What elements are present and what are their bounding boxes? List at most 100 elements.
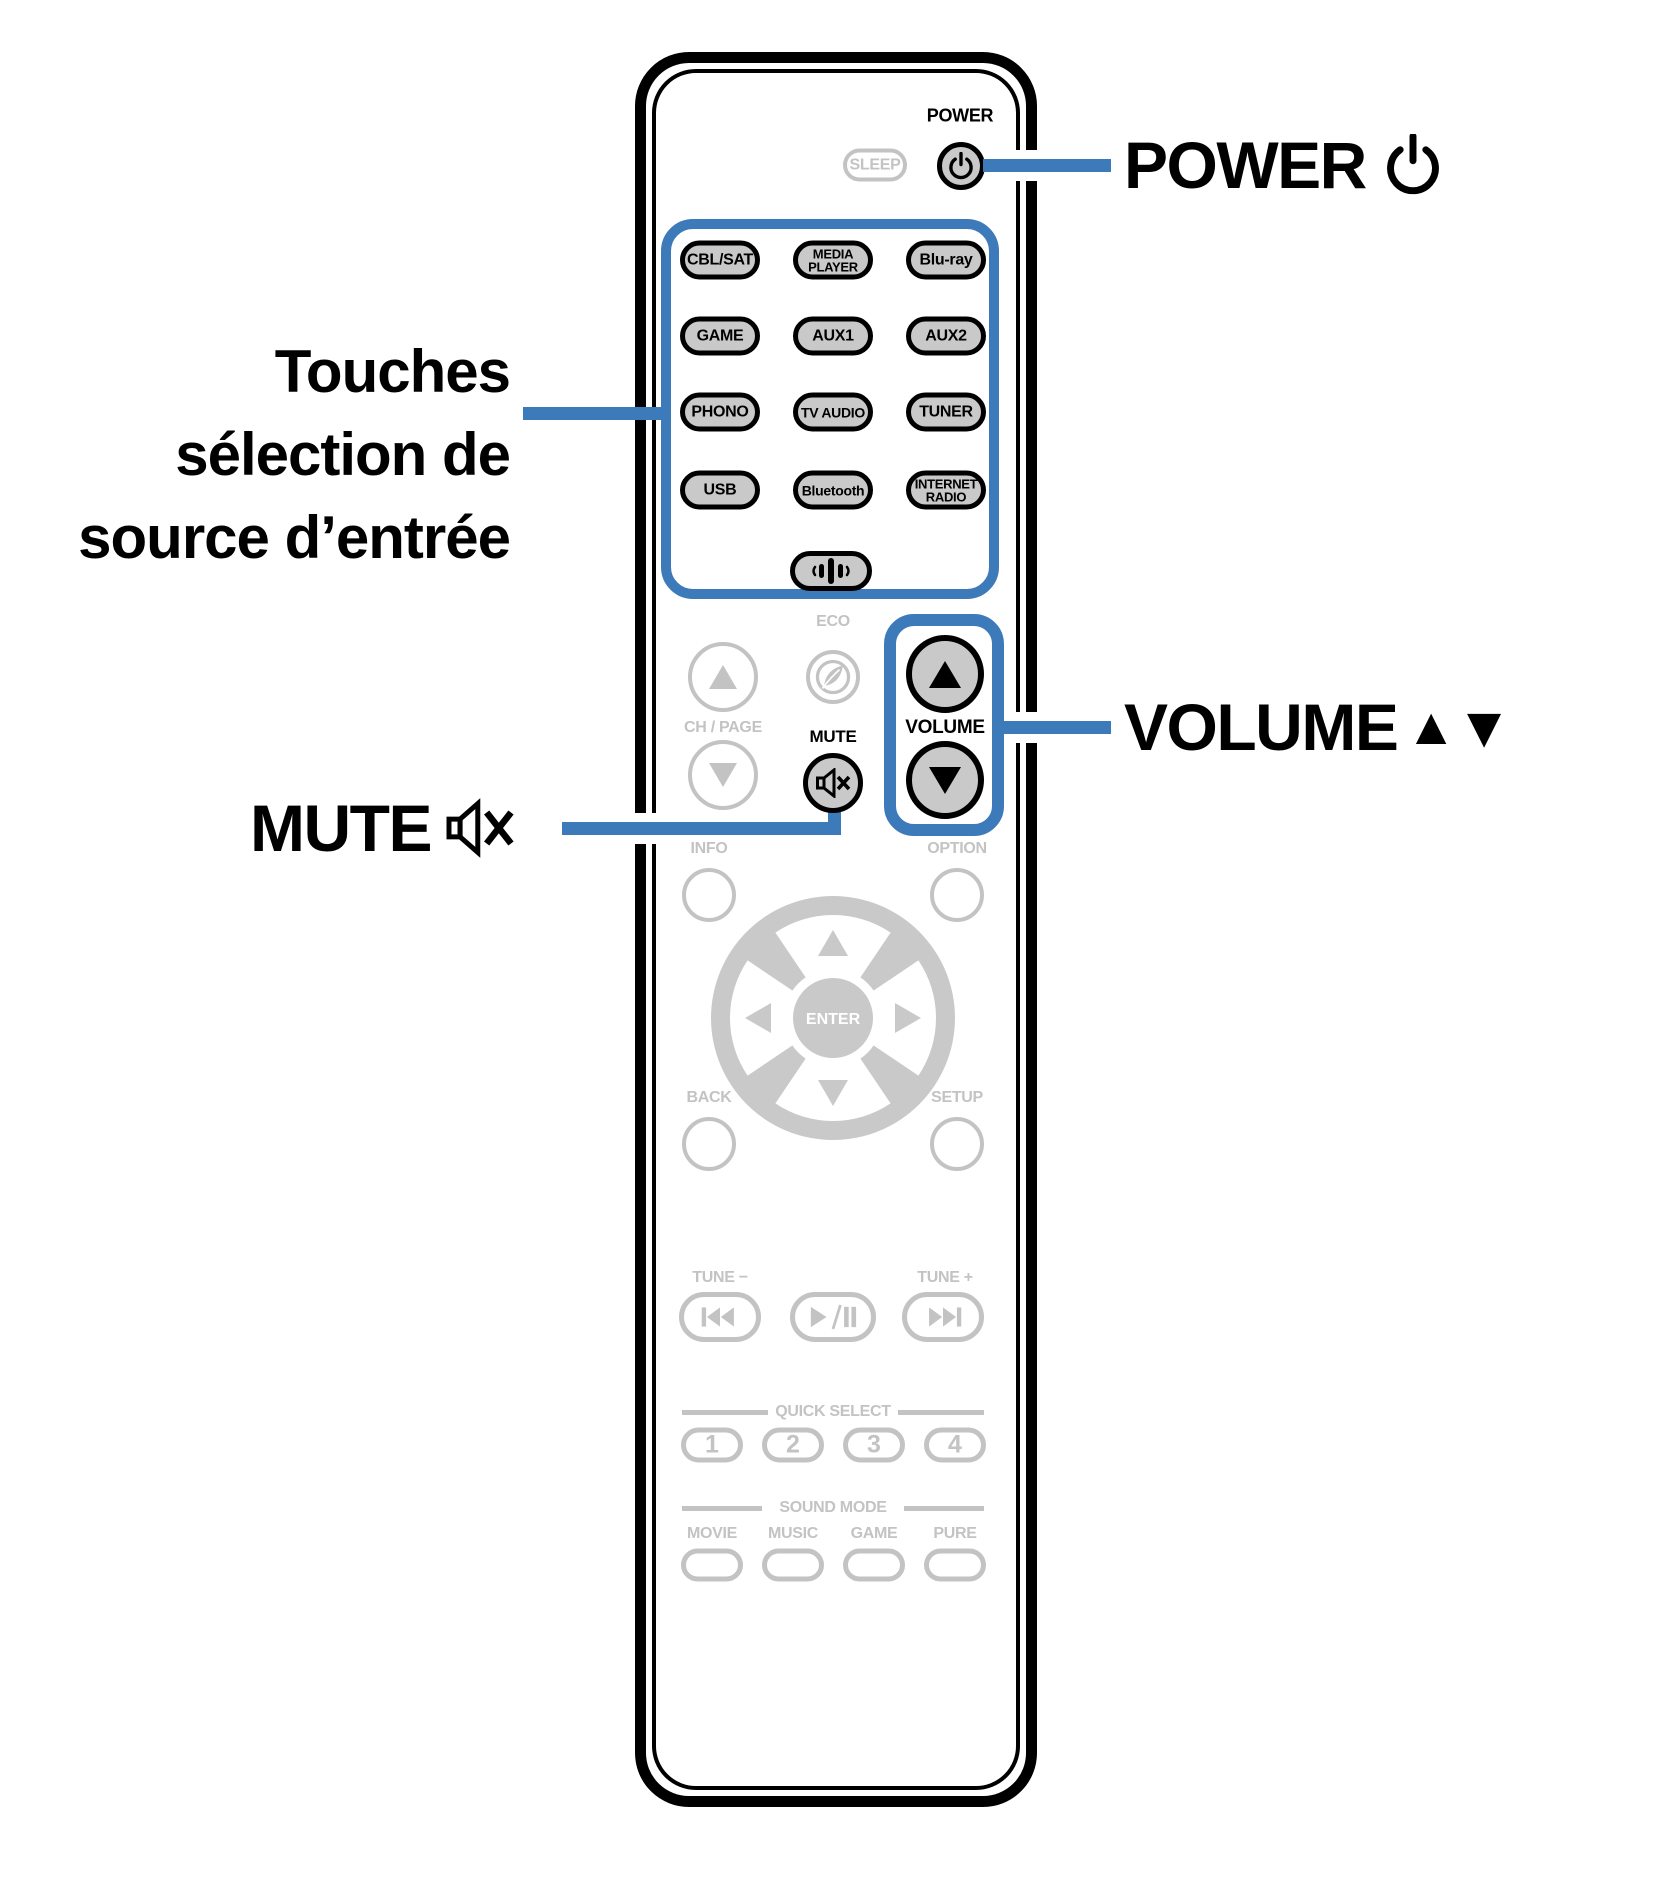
heos-button[interactable] [790, 551, 872, 591]
back-button[interactable] [682, 1117, 736, 1171]
input-button-bluetooth[interactable]: Bluetooth [793, 470, 873, 510]
input-button-tv-audio[interactable]: TV AUDIO [793, 392, 873, 432]
eco-button[interactable] [806, 650, 860, 704]
volume-frame [884, 614, 1004, 836]
sleep-button-label: SLEEP [849, 156, 901, 173]
sound-mode-game-button[interactable] [843, 1548, 905, 1582]
input-button-tuner[interactable]: TUNER [906, 392, 986, 432]
input-button-blu-ray[interactable]: Blu-ray [906, 240, 986, 280]
volume-up-triangle-glyph: ▲ [1405, 698, 1456, 756]
info-label: INFO [690, 840, 728, 857]
input-label: INTERNET RADIO [914, 476, 978, 504]
cursor-right-button[interactable] [895, 1003, 921, 1033]
up-triangle-icon [709, 665, 737, 689]
input-label: AUX1 [812, 327, 854, 344]
power-icon [949, 152, 973, 180]
input-label: Bluetooth [801, 482, 865, 498]
quick-select-number: 4 [948, 1430, 962, 1459]
enter-button[interactable] [793, 978, 873, 1058]
input-button-cbl-sat[interactable]: CBL/SAT [680, 240, 760, 280]
quick-select-number: 3 [867, 1430, 881, 1459]
info-button[interactable] [682, 868, 736, 922]
enter-button-label: ENTER [806, 1011, 861, 1028]
quick-select-number: 1 [705, 1430, 719, 1459]
sound-mode-music-button[interactable] [762, 1548, 824, 1582]
up-triangle-icon [929, 660, 961, 688]
skip-back-icon [701, 1307, 734, 1327]
cursor-up-button[interactable] [818, 930, 848, 956]
input-button-aux1[interactable]: AUX1 [793, 316, 873, 356]
quick-select-4-button[interactable]: 4 [924, 1427, 986, 1463]
quick-select-3-button[interactable]: 3 [843, 1427, 905, 1463]
power-button-label: POWER [926, 105, 994, 126]
setup-label: SETUP [931, 1089, 983, 1106]
header-rule [682, 1506, 762, 1511]
heos-icon [812, 558, 850, 584]
input-button-usb[interactable]: USB [680, 470, 760, 510]
input-label: AUX2 [925, 327, 967, 344]
sound-mode-pure-button[interactable] [924, 1548, 986, 1582]
volume-button-label: VOLUME [905, 717, 985, 738]
channel-up-button[interactable] [688, 642, 758, 712]
input-button-phono[interactable]: PHONO [680, 392, 760, 432]
eco-leaf-icon [815, 659, 851, 695]
option-label: OPTION [927, 840, 987, 857]
callout-line-volume [1001, 721, 1111, 734]
mute-button[interactable] [803, 753, 863, 813]
input-button-game[interactable]: GAME [680, 316, 760, 356]
mute-icon [446, 798, 514, 858]
back-label: BACK [686, 1089, 732, 1106]
input-label: Blu-ray [919, 251, 973, 268]
cursor-left-button[interactable] [745, 1003, 771, 1033]
down-triangle-icon [929, 766, 961, 794]
sound-mode-header: SOUND MODE [779, 1499, 887, 1516]
setup-button[interactable] [930, 1117, 984, 1171]
option-button[interactable] [930, 868, 984, 922]
mute-button-label: MUTE [809, 727, 857, 746]
remote-body-inner-line [652, 69, 1020, 1790]
sound-mode-music-label: MUSIC [767, 1525, 819, 1542]
input-button-aux2[interactable]: AUX2 [906, 316, 986, 356]
callout-line-mute [562, 822, 841, 835]
annotation-mute-text: MUTE [250, 791, 432, 865]
callout-line-power [983, 159, 1111, 172]
cursor-down-button[interactable] [818, 1080, 848, 1106]
sound-mode-movie-button[interactable] [681, 1548, 743, 1582]
eco-label: ECO [816, 613, 850, 630]
power-button[interactable] [937, 142, 985, 190]
sound-mode-pure-label: PURE [933, 1525, 977, 1542]
mute-icon [816, 768, 851, 798]
input-button-internet-radio[interactable]: INTERNET RADIO [906, 470, 986, 510]
input-label: PHONO [691, 403, 749, 420]
sound-mode-movie-label: MOVIE [686, 1525, 738, 1542]
play-pause-button[interactable] [790, 1292, 876, 1342]
header-rule [682, 1410, 768, 1415]
down-triangle-icon [709, 763, 737, 787]
skip-back-button[interactable] [679, 1292, 761, 1342]
cursor-pad: ENTER [711, 896, 955, 1140]
volume-down-button[interactable] [906, 741, 984, 819]
header-rule [904, 1506, 984, 1511]
input-button-media-player[interactable]: MEDIA PLAYER [793, 240, 873, 280]
quick-select-number: 2 [786, 1430, 800, 1459]
annotation-volume-text: VOLUME [1124, 690, 1399, 764]
sound-mode-game-label: GAME [850, 1525, 898, 1542]
callout-line-input-select [523, 407, 668, 420]
ch-page-label: CH / PAGE [684, 719, 762, 736]
channel-down-button[interactable] [688, 740, 758, 810]
volume-up-button[interactable] [906, 635, 984, 713]
annotation-input-select: Touches sélection de source d’entrée [78, 338, 511, 571]
input-label: MEDIA PLAYER [808, 246, 858, 274]
quick-select-2-button[interactable]: 2 [762, 1427, 824, 1463]
annotation-mute: MUTE [250, 791, 517, 865]
annotation-power-text: POWER [1124, 128, 1367, 202]
power-icon [1387, 134, 1439, 195]
quick-select-1-button[interactable]: 1 [681, 1427, 743, 1463]
skip-forward-button[interactable] [902, 1292, 984, 1342]
play-pause-icon [810, 1304, 857, 1330]
skip-forward-icon [929, 1307, 962, 1327]
tune-down-label: TUNE − [692, 1269, 748, 1286]
volume-down-triangle-glyph: ▼ [1455, 694, 1512, 760]
sleep-button[interactable]: SLEEP [843, 148, 907, 182]
